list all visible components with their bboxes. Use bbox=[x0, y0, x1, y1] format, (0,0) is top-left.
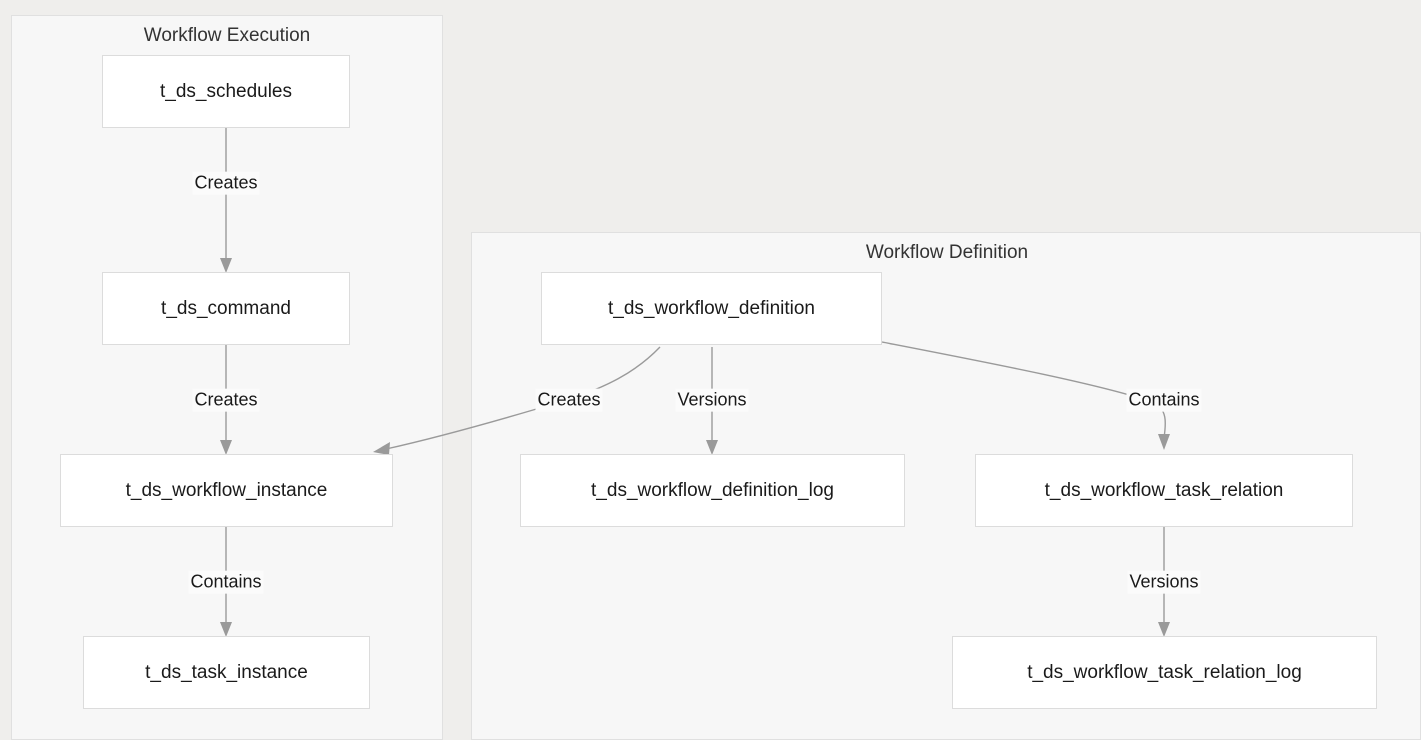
node-t-ds-command[interactable]: t_ds_command bbox=[102, 272, 350, 345]
cluster-title-workflow-execution: Workflow Execution bbox=[143, 25, 311, 46]
node-t-ds-schedules[interactable]: t_ds_schedules bbox=[102, 55, 350, 128]
node-t-ds-workflow-task-relation[interactable]: t_ds_workflow_task_relation bbox=[975, 454, 1353, 527]
edge-label-creates-schedules-command: Creates bbox=[192, 171, 260, 195]
node-t-ds-workflow-definition[interactable]: t_ds_workflow_definition bbox=[541, 272, 882, 345]
edge-label-contains-instance-task: Contains bbox=[188, 570, 264, 594]
node-t-ds-workflow-instance[interactable]: t_ds_workflow_instance bbox=[60, 454, 393, 527]
edge-label-creates-definition-instance: Creates bbox=[535, 388, 603, 412]
edge-label-creates-command-instance: Creates bbox=[192, 388, 260, 412]
edge-label-versions-relation-log: Versions bbox=[1127, 570, 1201, 594]
node-t-ds-workflow-task-relation-log[interactable]: t_ds_workflow_task_relation_log bbox=[952, 636, 1377, 709]
edge-label-versions-definition-log: Versions bbox=[675, 388, 749, 412]
node-t-ds-workflow-definition-log[interactable]: t_ds_workflow_definition_log bbox=[520, 454, 905, 527]
cluster-workflow-execution bbox=[11, 15, 443, 740]
node-t-ds-task-instance[interactable]: t_ds_task_instance bbox=[83, 636, 370, 709]
cluster-title-workflow-definition: Workflow Definition bbox=[865, 242, 1029, 263]
edge-label-contains-definition-relation: Contains bbox=[1126, 388, 1202, 412]
